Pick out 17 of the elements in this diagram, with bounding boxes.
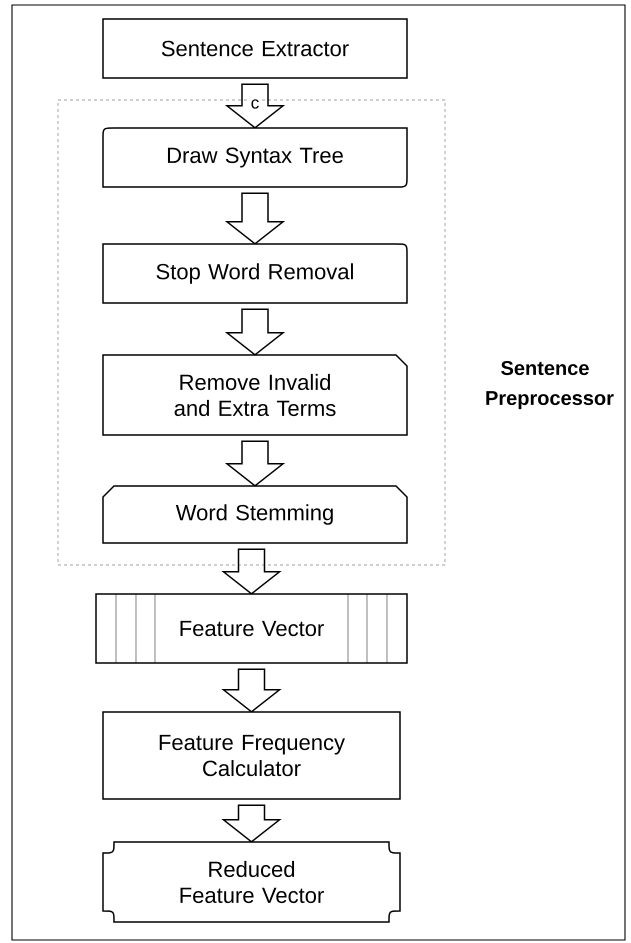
cut-corner-box: Word Stemming	[102, 485, 408, 544]
scalloped-box: Reduced Feature Vector	[102, 841, 401, 923]
block-arrow	[221, 668, 282, 713]
process-box: Sentence Extractor	[102, 18, 408, 79]
rounded-process-box: Draw Syntax Tree	[102, 127, 408, 188]
block-arrow	[224, 440, 286, 487]
cut-corner-box: Remove Invalid and Extra Terms	[102, 354, 408, 436]
edge-label: c	[250, 98, 260, 110]
block-arrow	[224, 83, 286, 129]
block-arrow	[224, 308, 286, 356]
block-arrow	[221, 548, 282, 595]
vector-box: Feature Vector	[95, 593, 408, 664]
process-box: Feature Frequency Calculator	[102, 711, 401, 800]
rounded-process-box: Stop Word Removal	[102, 243, 408, 304]
group-heading: Sentence Preprocessor	[486, 360, 614, 410]
block-arrow	[224, 192, 286, 245]
block-arrow	[221, 804, 282, 843]
